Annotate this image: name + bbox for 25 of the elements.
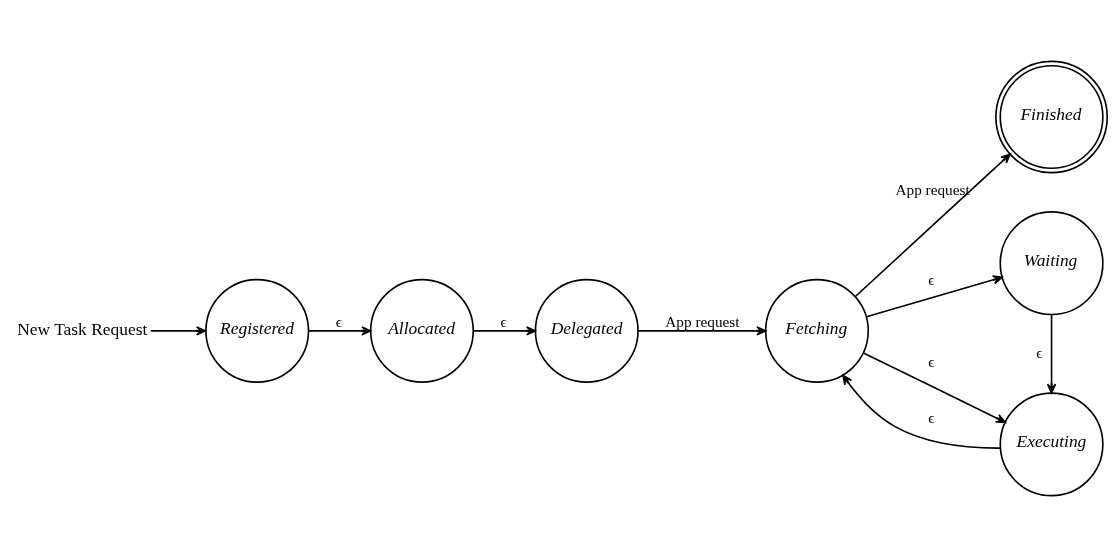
node-circle: Waiting: [999, 210, 1104, 315]
edge-label: ϵ: [928, 408, 935, 426]
node-circle: Allocated: [369, 278, 475, 383]
arrow: [1046, 313, 1057, 394]
arrow: [842, 374, 1001, 449]
node-circle: Delegated: [534, 278, 639, 383]
edge-label: ϵ: [1036, 343, 1043, 361]
edge-label: App request: [895, 180, 970, 198]
arrow: [865, 274, 1003, 318]
node-circle: Registered: [205, 278, 310, 383]
edge-label: ϵ: [928, 352, 935, 370]
node-circle: Fetching: [764, 278, 870, 383]
arrow: [637, 325, 767, 336]
node-text: New Task Request: [17, 318, 148, 339]
node-circle: Executing: [999, 391, 1104, 496]
arrow: [854, 152, 1011, 297]
arrow: [308, 325, 372, 336]
node-circle: Finished: [995, 60, 1108, 173]
edge-label: ϵ: [928, 270, 935, 288]
edge-label: ϵ: [335, 312, 342, 330]
edge-label: ϵ: [500, 312, 507, 330]
arrow: [149, 325, 207, 336]
arrow: [862, 351, 1007, 423]
arrow: [472, 325, 537, 336]
edge-label: App request: [665, 312, 740, 330]
